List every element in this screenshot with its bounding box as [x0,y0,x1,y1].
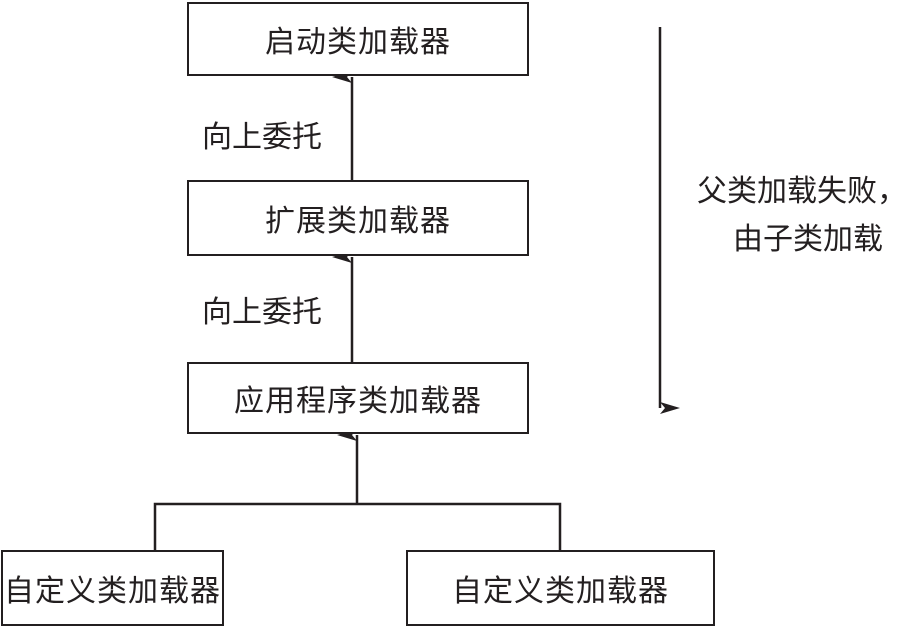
edge-label-delegate-up-2: 向上委托 [202,295,322,330]
node-extension-loader: 扩展类加载器 [187,180,529,256]
node-label: 启动类加载器 [265,25,451,60]
branch-connector [153,502,562,550]
node-label: 扩展类加载器 [265,204,451,239]
edge-label-delegate-up-1: 向上委托 [202,120,322,155]
node-label: 自定义类加载器 [452,574,669,609]
node-application-loader: 应用程序类加载器 [187,362,529,434]
node-custom-loader-left: 自定义类加载器 [1,550,224,626]
node-bootstrap-loader: 启动类加载器 [187,2,529,76]
node-custom-loader-right: 自定义类加载器 [406,550,715,626]
node-label: 自定义类加载器 [4,574,221,609]
side-note-line1: 父类加载失败， [697,174,907,209]
side-note-line2: 由子类加载 [733,222,883,257]
node-label: 应用程序类加载器 [234,384,482,419]
